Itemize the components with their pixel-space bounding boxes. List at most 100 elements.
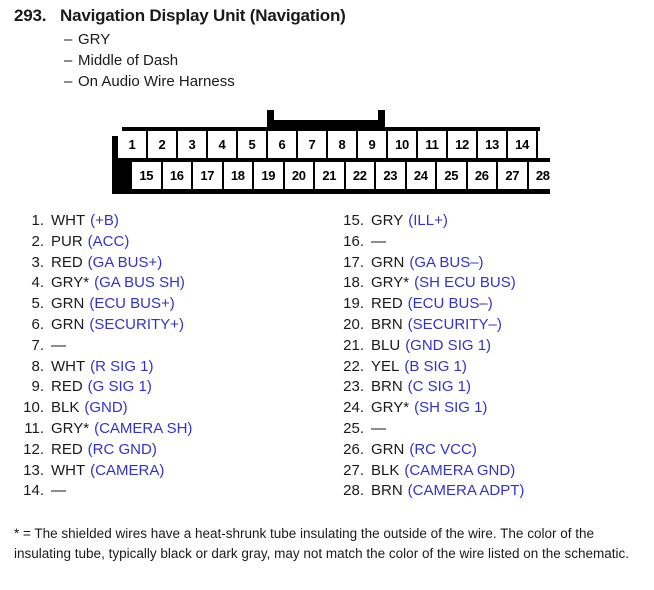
connector-pin-25: 25 (437, 162, 466, 189)
pin-signal-name: (CAMERA GND) (404, 461, 516, 479)
page-title: Navigation Display Unit (Navigation) (60, 6, 346, 25)
connector-pin-11: 11 (418, 131, 446, 158)
pin-signal-name: (R SIG 1) (90, 357, 154, 375)
pin-number: 18. (343, 274, 364, 292)
pin-list-item: 20.BRN(SECURITY–) (334, 315, 654, 336)
pin-number: 24. (343, 399, 364, 417)
pin-wire-color: RED (51, 440, 83, 458)
pin-wire-color: BRN (371, 378, 403, 396)
pin-number: 1. (31, 212, 44, 229)
pin-wire-color: GRN (371, 440, 405, 458)
pin-list-item: 5.GRN(ECU BUS+) (14, 294, 334, 315)
pin-wire-color: BRN (371, 315, 403, 333)
pin-wire-color: BLK (371, 461, 400, 479)
connector-pin-15: 15 (132, 162, 161, 189)
pin-wire-color: — (51, 336, 66, 354)
pin-assignment-list: 1.WHT(+B)2.PUR(ACC)3.RED(GA BUS+)4.GRY*(… (0, 211, 654, 506)
connector-pin-blank (538, 131, 552, 158)
connector-pin-4: 4 (208, 131, 236, 158)
pin-signal-name: (C SIG 1) (407, 378, 472, 396)
pin-number: 6. (31, 315, 44, 333)
pin-list-item: 21.BLU(GND SIG 1) (334, 336, 654, 357)
entry-number: 293. (14, 6, 47, 25)
pin-wire-color: BLU (371, 336, 401, 354)
pin-wire-color: BLK (51, 399, 80, 417)
pin-list-column-right: 15.GRY(ILL+)16.—17.GRN(GA BUS–)18.GRY*(S… (334, 211, 654, 502)
pin-wire-color: GRN (51, 295, 85, 313)
pin-signal-name: (+B) (90, 212, 119, 229)
connector-pin-24: 24 (406, 162, 435, 189)
connector-pin-3: 3 (178, 131, 206, 158)
pin-signal-name: (GND) (84, 399, 128, 417)
pin-number: 16. (343, 232, 364, 250)
pin-signal-name: (CAMERA) (90, 461, 165, 479)
pin-wire-color: GRY* (51, 274, 90, 292)
pin-list-item: 22.YEL(B SIG 1) (334, 357, 654, 378)
connector-pin-1: 1 (118, 131, 146, 158)
dash-marker: – (64, 31, 73, 48)
pin-signal-name: (SECURITY+) (89, 315, 184, 333)
pin-signal-name: (SH SIG 1) (414, 399, 488, 417)
pin-number: 15. (343, 212, 364, 229)
page-header: 293. Navigation Display Unit (Navigation… (14, 6, 634, 92)
pin-wire-color: YEL (371, 357, 400, 375)
pin-list-item: 24.GRY*(SH SIG 1) (334, 398, 654, 419)
pin-signal-name: (RC VCC) (409, 440, 477, 458)
dash-marker: – (64, 73, 73, 90)
connector-pin-17: 17 (193, 162, 222, 189)
connector-pin-12: 12 (448, 131, 476, 158)
connector-pin-7: 7 (298, 131, 326, 158)
pin-wire-color: — (371, 232, 386, 250)
footnote: * = The shielded wires have a heat-shrun… (14, 526, 630, 561)
pin-wire-color: WHT (51, 212, 86, 229)
pin-list-item: 2.PUR(ACC) (14, 232, 334, 253)
pin-signal-name: (CAMERA SH) (94, 419, 193, 437)
pin-number: 20. (343, 315, 364, 333)
header-detail-list: –GRY –Middle of Dash –On Audio Wire Harn… (14, 29, 634, 92)
latch-bar (267, 120, 385, 127)
pin-number: 22. (343, 357, 364, 375)
pin-list-item: 14.— (14, 481, 334, 502)
pin-list-item: 4.GRY*(GA BUS SH) (14, 273, 334, 294)
pin-signal-name: (GA BUS–) (409, 253, 484, 271)
connector-pin-8: 8 (328, 131, 356, 158)
pin-number: 19. (343, 295, 364, 313)
pin-signal-name: (GND SIG 1) (405, 336, 492, 354)
pin-list-item: 27.BLK(CAMERA GND) (334, 461, 654, 482)
pin-wire-color: GRY* (51, 419, 90, 437)
pin-list-item: 7.— (14, 336, 334, 357)
pin-signal-name: (ACC) (87, 232, 130, 250)
pin-list-item: 17.GRN(GA BUS–) (334, 253, 654, 274)
pin-list-item: 3.RED(GA BUS+) (14, 253, 334, 274)
pin-list-item: 8.WHT(R SIG 1) (14, 357, 334, 378)
pin-signal-name: (SH ECU BUS) (414, 274, 516, 292)
pin-signal-name: (GA BUS+) (87, 253, 163, 271)
connector-pin-22: 22 (345, 162, 374, 189)
connector-pin-26: 26 (467, 162, 496, 189)
pin-list-item: 9.RED(G SIG 1) (14, 377, 334, 398)
pin-list-item: 6.GRN(SECURITY+) (14, 315, 334, 336)
connector-pin-13: 13 (478, 131, 506, 158)
pin-number: 4. (31, 274, 44, 292)
pin-signal-name: (ILL+) (408, 212, 448, 229)
pin-number: 13. (23, 461, 44, 479)
connector-pin-2: 2 (148, 131, 176, 158)
pin-signal-name: (ECU BUS+) (89, 295, 175, 313)
pin-wire-color: BRN (371, 482, 403, 500)
pin-list-item: 19.RED(ECU BUS–) (334, 294, 654, 315)
pin-list-item: 26. GRN(RC VCC) (334, 440, 654, 461)
pin-wire-color: RED (51, 378, 83, 396)
pin-wire-color: RED (51, 253, 83, 271)
pin-number: 10. (23, 399, 44, 417)
connector-pin-10: 10 (388, 131, 416, 158)
pin-list-item: 16. — (334, 232, 654, 253)
header-title-row: 293. Navigation Display Unit (Navigation… (14, 6, 634, 26)
connector-pin-18: 18 (223, 162, 252, 189)
pin-wire-color: WHT (51, 357, 86, 375)
pin-number: 26. (343, 440, 364, 458)
pin-number: 23. (343, 378, 364, 396)
pin-number: 14. (23, 482, 44, 500)
